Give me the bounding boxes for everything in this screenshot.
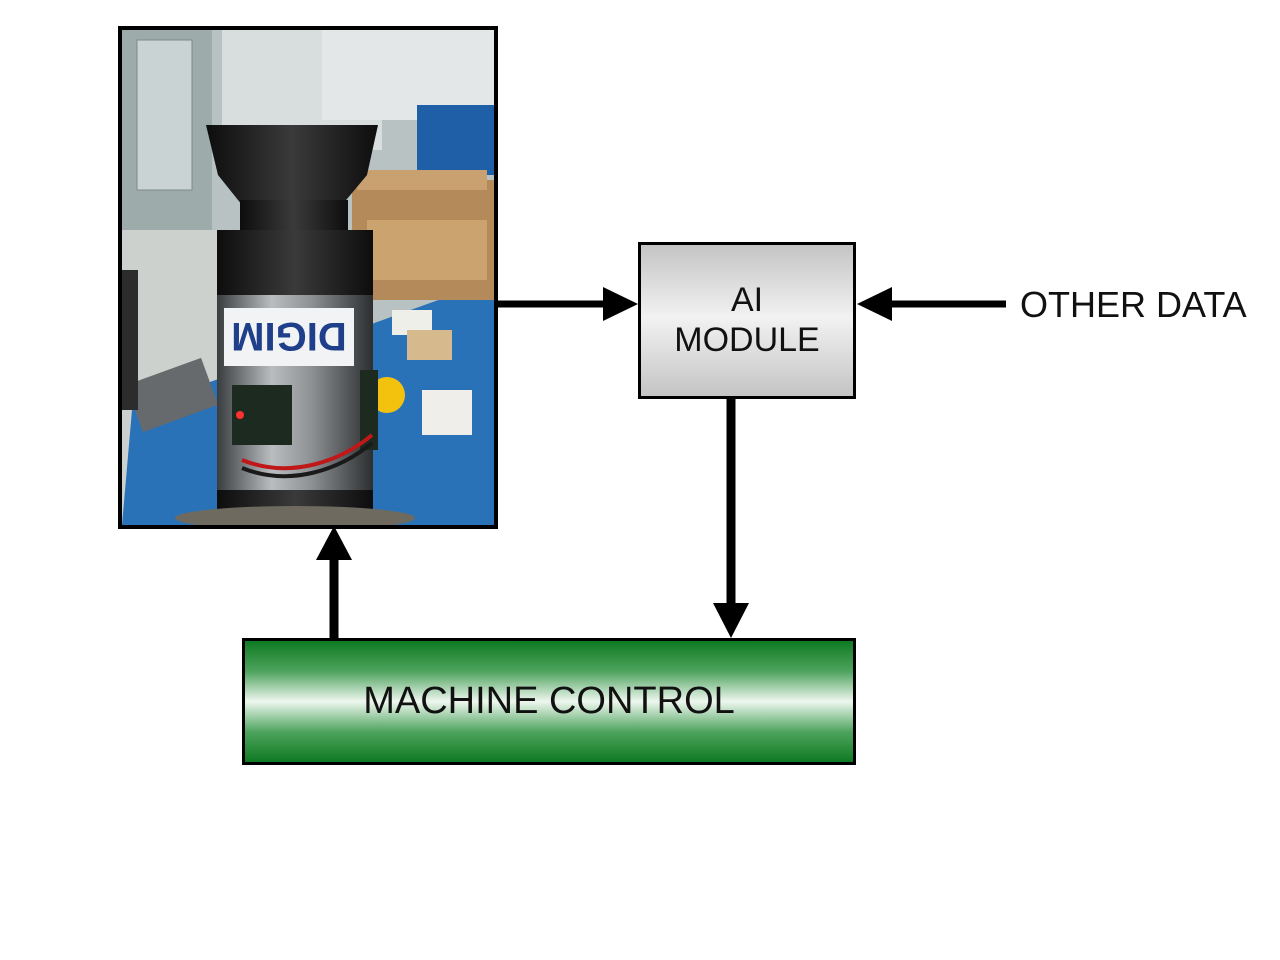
- other-data-label: OTHER DATA: [1020, 284, 1247, 325]
- arrow-other-data-to-ai: [857, 287, 1006, 321]
- sticker-text: DIGIM: [231, 314, 347, 358]
- ai-module-node: AI MODULE: [638, 242, 856, 399]
- sensor-tool-photo: DIGIM: [118, 26, 498, 529]
- ai-module-label-line1: AI: [730, 281, 764, 320]
- ai-module-label-line2: MODULE: [674, 320, 820, 359]
- arrow-ai-to-machine-control: [713, 399, 749, 638]
- arrow-machine-control-to-photo: [316, 526, 352, 638]
- arrow-photo-to-ai: [498, 287, 638, 321]
- machine-control-node: MACHINE CONTROL: [242, 638, 856, 765]
- machine-control-label: MACHINE CONTROL: [363, 680, 735, 722]
- sensor-tool-photo-image: DIGIM: [122, 30, 494, 525]
